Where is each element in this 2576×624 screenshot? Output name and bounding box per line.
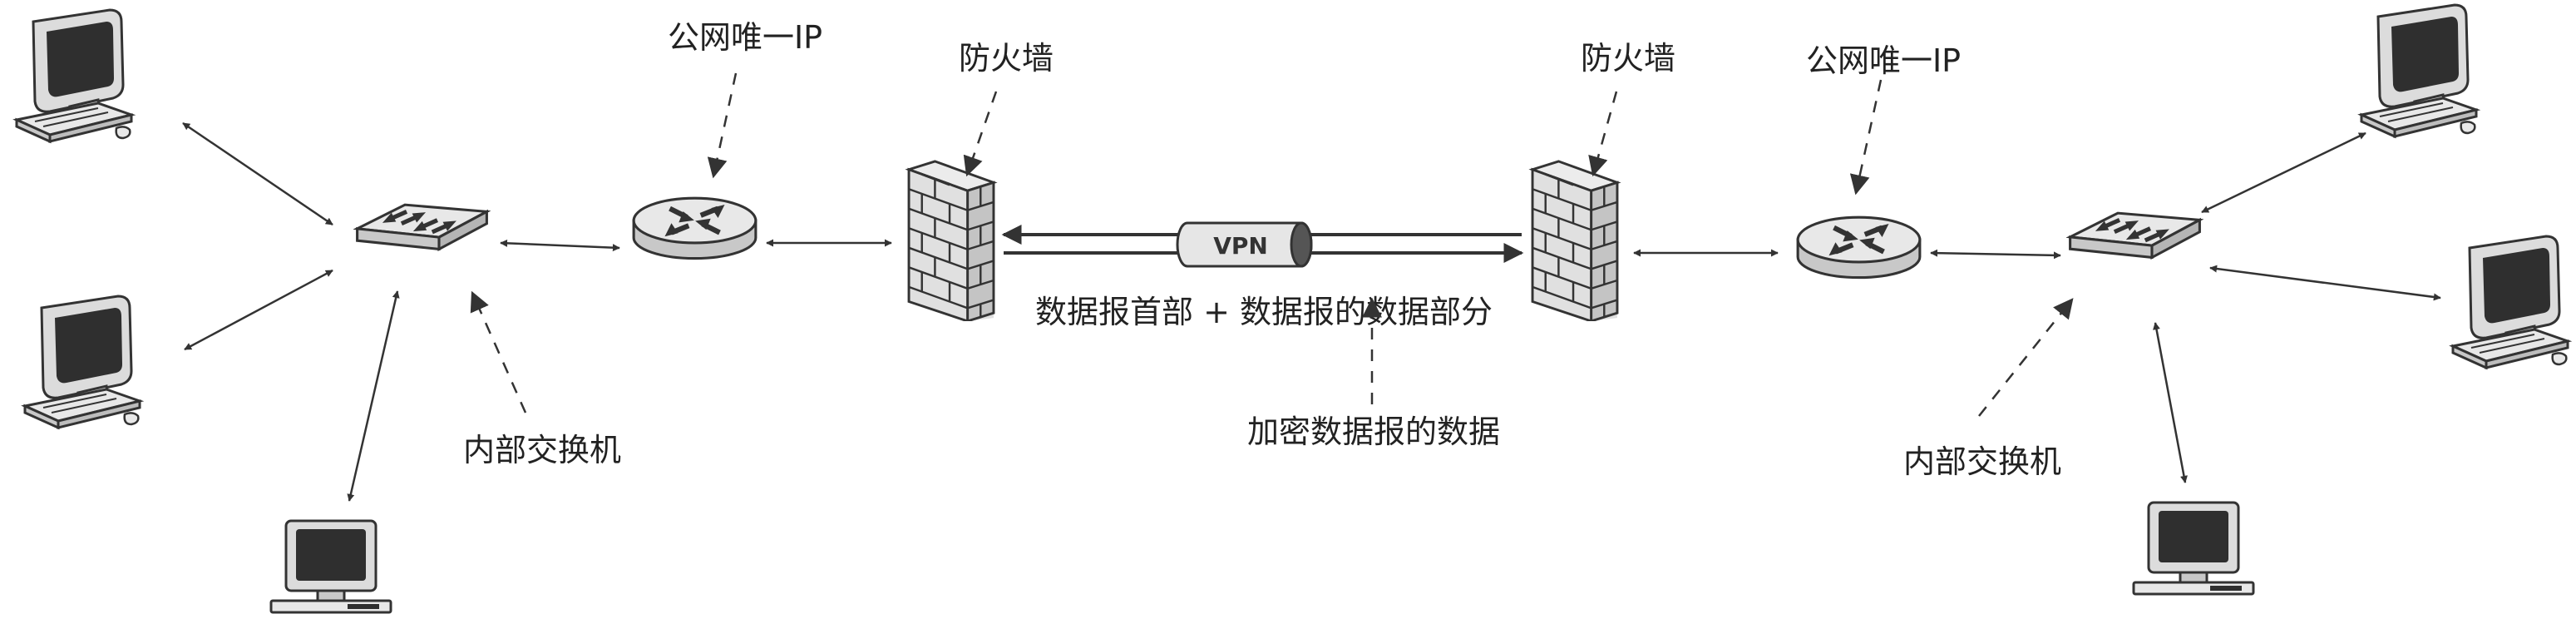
- encrypt-caption: 加密数据报的数据: [1247, 414, 1500, 450]
- switch-icon: [358, 205, 487, 249]
- public-ip-label-right: 公网唯一IP: [1806, 42, 1961, 79]
- pointer-line: [1978, 298, 2074, 417]
- pointer-line: [1588, 91, 1618, 177]
- router-icon: [1798, 217, 1920, 277]
- computer-icon: [23, 295, 141, 429]
- firewall-icon: [1531, 160, 1619, 321]
- switch-label-right: 内部交换机: [1903, 443, 2061, 480]
- public-ip-label-left: 公网唯一IP: [668, 19, 822, 56]
- computer-icon: [15, 8, 133, 143]
- firewall-label-left: 防火墙: [959, 40, 1054, 77]
- link-line: [2201, 131, 2366, 214]
- pointer-line: [1849, 79, 1883, 196]
- pointer-line: [470, 290, 527, 414]
- link-line: [500, 239, 620, 252]
- firewall-label-right: 防火墙: [1581, 40, 1675, 77]
- link-line: [2209, 265, 2441, 301]
- router-icon: [634, 198, 756, 258]
- firewall-icon: [907, 160, 995, 321]
- link-line: [1930, 249, 2061, 260]
- switch-icon: [2070, 213, 2200, 257]
- computer-icon: [2360, 3, 2478, 138]
- link-line: [2153, 322, 2188, 483]
- link-line: [347, 290, 400, 502]
- pointer-line: [707, 72, 738, 179]
- link-line: [184, 269, 333, 351]
- vpn-tunnel: VPN: [1176, 221, 1313, 268]
- vpn-label: VPN: [1213, 232, 1268, 260]
- computer-icon: [269, 519, 392, 614]
- switch-label-left: 内部交换机: [463, 432, 621, 468]
- computer-icon: [2451, 235, 2569, 369]
- pointer-line: [963, 91, 998, 177]
- computer-icon: [2132, 501, 2255, 596]
- tunnel-caption: 数据报首部 + 数据报的数据部分: [1035, 294, 1493, 330]
- link-line: [182, 121, 333, 226]
